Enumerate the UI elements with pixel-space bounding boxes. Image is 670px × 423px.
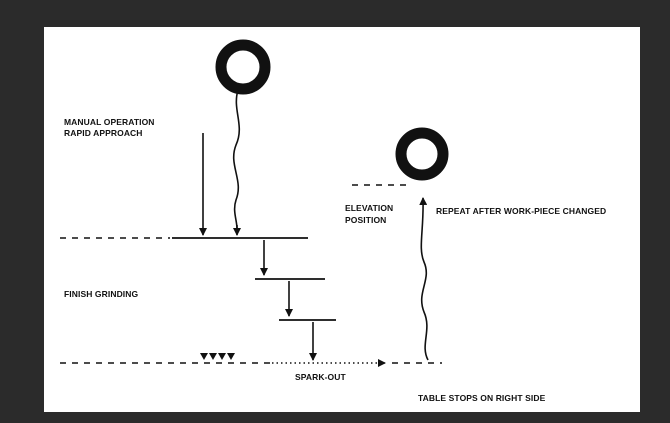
label-spark-out: SPARK-OUT	[295, 372, 347, 382]
grinding-wheel-start-icon	[215, 39, 271, 95]
label-finish-grinding: FINISH GRINDING	[64, 289, 139, 299]
label-table-stops: TABLE STOPS ON RIGHT SIDE	[418, 393, 546, 403]
elevation-return-wave	[419, 197, 429, 361]
label-repeat: REPEAT AFTER WORK-PIECE CHANGED	[436, 206, 606, 216]
label-rapid-approach: RAPID APPROACH	[64, 128, 143, 138]
wheel-spindle-wave	[232, 89, 241, 233]
grinding-wheel-elevated-icon	[395, 127, 449, 181]
label-position: POSITION	[345, 215, 386, 225]
diagram-canvas	[44, 27, 640, 412]
label-manual-operation: MANUAL OPERATION	[64, 117, 155, 127]
label-elevation: ELEVATION	[345, 203, 393, 213]
finish-surface-triangles-icon	[200, 353, 235, 360]
